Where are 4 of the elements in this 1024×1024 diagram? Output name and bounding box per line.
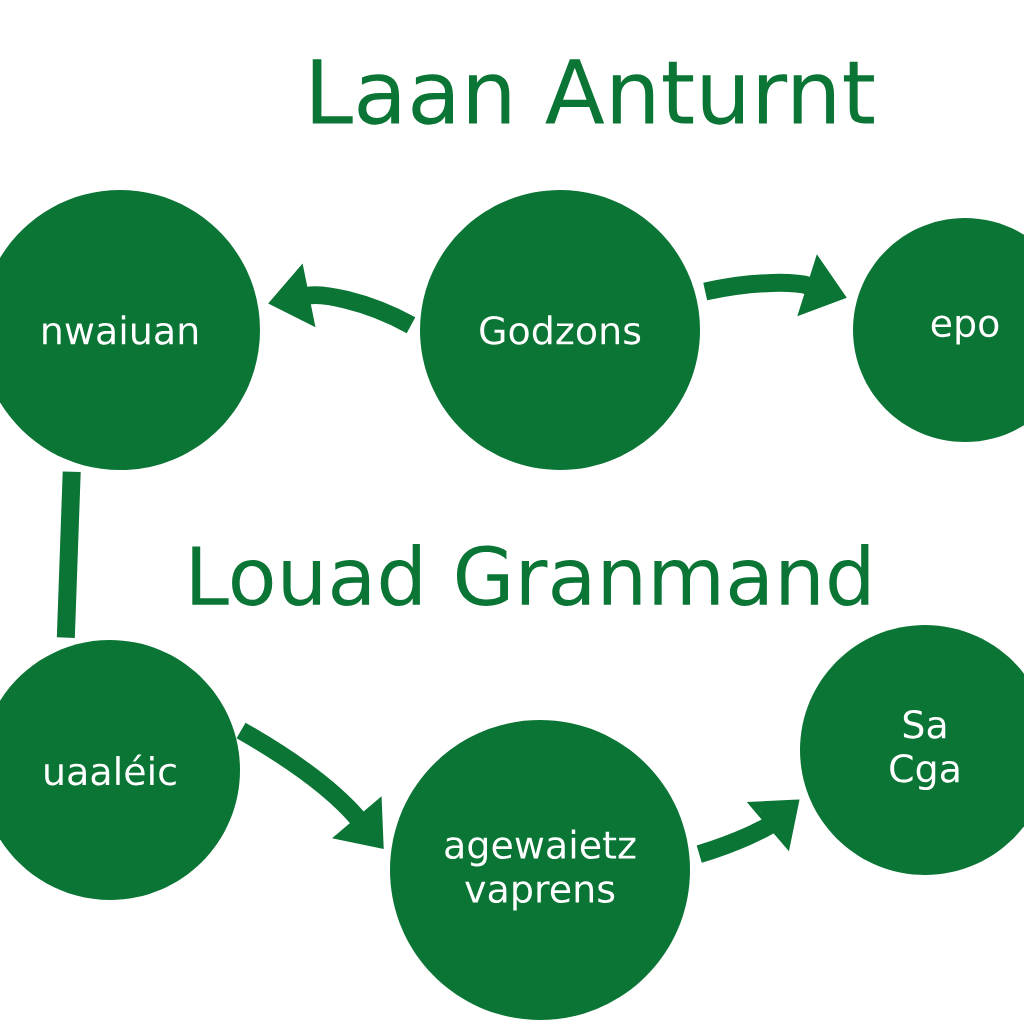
title: Laan Anturnt — [312, 59, 874, 125]
circle-node: Godzons — [420, 190, 700, 470]
heading-label: Louad Granmand — [192, 544, 869, 606]
circle-node: agewaietz vaprens — [390, 720, 690, 1020]
